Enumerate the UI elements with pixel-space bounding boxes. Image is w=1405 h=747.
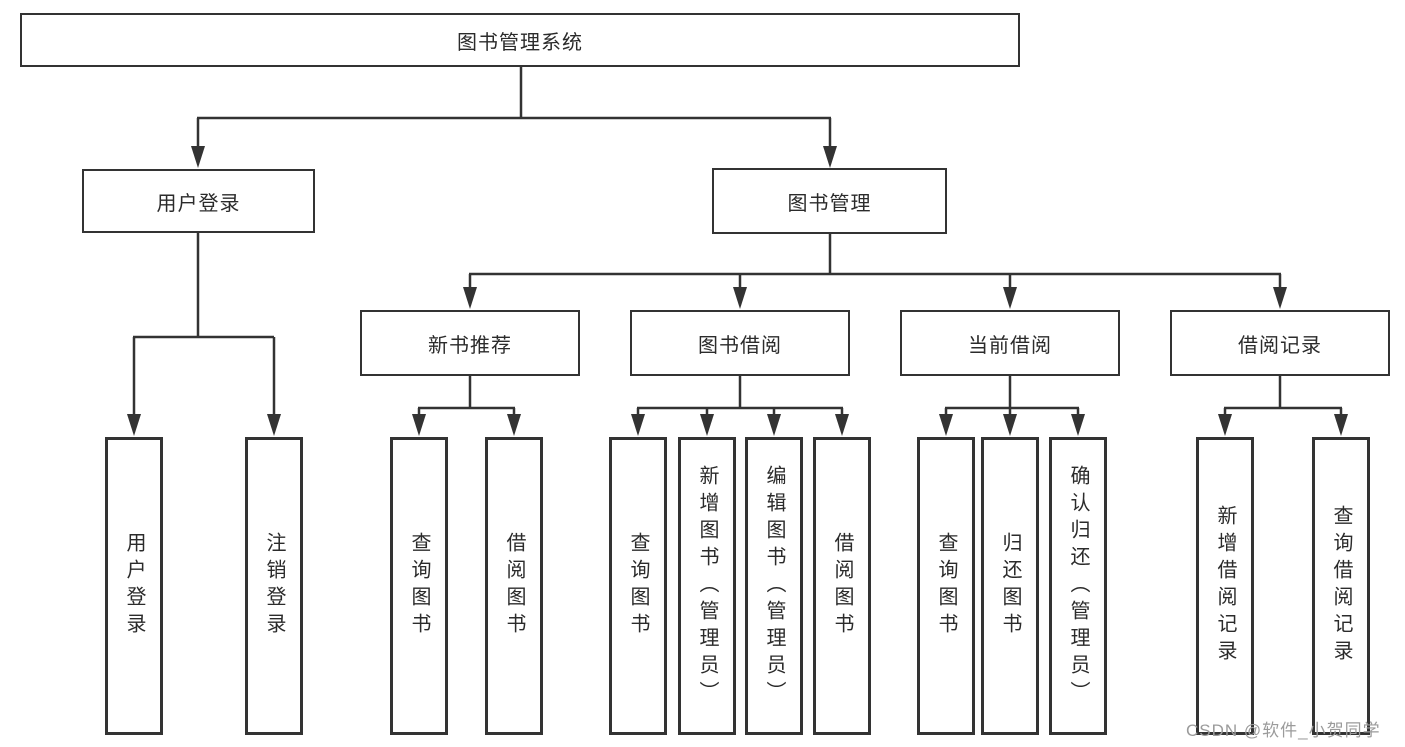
arrow-head-icon	[1003, 414, 1017, 436]
leaf-query-books-borrowing: 查询图书	[609, 437, 667, 735]
leaf-borrow-books-recommend: 借阅图书	[485, 437, 543, 735]
node-borrowing-records: 借阅记录	[1170, 310, 1390, 376]
node-new-book-recommendation: 新书推荐	[360, 310, 580, 376]
leaf-confirm-return-admin: 确认归还（管理员）	[1049, 437, 1107, 735]
arrow-head-icon	[127, 414, 141, 436]
node-library-management-system: 图书管理系统	[20, 13, 1020, 67]
arrow-head-icon	[463, 287, 477, 309]
arrow-head-icon	[1218, 414, 1232, 436]
leaf-logout: 注销登录	[245, 437, 303, 735]
leaf-query-books-recommend: 查询图书	[390, 437, 448, 735]
arrow-head-icon	[1071, 414, 1085, 436]
leaf-user-login: 用户登录	[105, 437, 163, 735]
arrow-head-icon	[1273, 287, 1287, 309]
arrow-head-icon	[631, 414, 645, 436]
arrow-head-icon	[700, 414, 714, 436]
arrow-head-icon	[1334, 414, 1348, 436]
arrow-head-icon	[1003, 287, 1017, 309]
node-book-management: 图书管理	[712, 168, 947, 234]
arrow-head-icon	[835, 414, 849, 436]
arrow-head-icon	[939, 414, 953, 436]
leaf-query-borrow-record: 查询借阅记录	[1312, 437, 1370, 735]
node-current-borrowing: 当前借阅	[900, 310, 1120, 376]
arrow-head-icon	[823, 146, 837, 168]
leaf-add-borrow-record: 新增借阅记录	[1196, 437, 1254, 735]
leaf-return-book: 归还图书	[981, 437, 1039, 735]
arrow-head-icon	[733, 287, 747, 309]
node-user-login: 用户登录	[82, 169, 315, 233]
leaf-borrow-books: 借阅图书	[813, 437, 871, 735]
csdn-watermark: CSDN @软件_小贺同学	[1186, 721, 1381, 740]
arrow-head-icon	[267, 414, 281, 436]
node-book-borrowing: 图书借阅	[630, 310, 850, 376]
arrow-head-icon	[507, 414, 521, 436]
leaf-add-book-admin: 新增图书（管理员）	[678, 437, 736, 735]
arrow-head-icon	[191, 146, 205, 168]
leaf-edit-book-admin: 编辑图书（管理员）	[745, 437, 803, 735]
arrow-head-icon	[412, 414, 426, 436]
arrow-head-icon	[767, 414, 781, 436]
leaf-query-books-current: 查询图书	[917, 437, 975, 735]
